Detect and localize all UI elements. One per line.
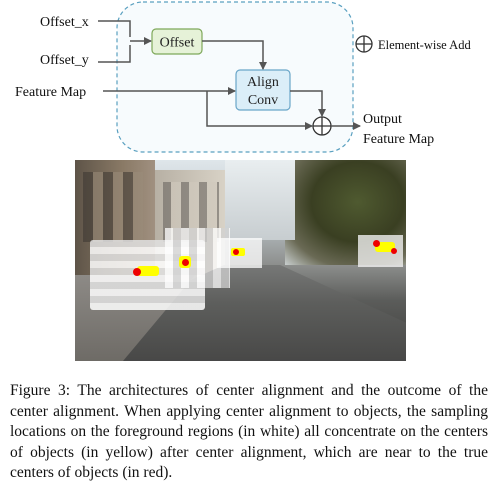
true-center-1 [133,268,141,276]
offset-to-align-arrow [202,40,267,70]
architecture-diagram: Offset Align Conv Offset_x Offset_y Feat… [15,1,471,153]
output-label-line1: Output [363,112,402,127]
legend-circle-plus-icon [355,35,373,53]
true-center-3 [233,249,239,255]
predicted-center-4 [375,242,395,252]
true-center-4b [391,248,397,254]
caption-text: The architectures of center alignment an… [10,382,488,481]
distant-sky [225,160,295,240]
align-conv-label-line2: Conv [248,93,278,108]
feature-map-skip-arrow [206,91,313,130]
figure-label: Figure 3: [10,382,71,399]
input-offset-y: Offset_y [40,53,89,68]
input-feature-map: Feature Map [15,85,86,100]
offset-block-label: Offset [160,36,195,51]
input-offset-x: Offset_x [40,15,89,30]
true-center-4 [373,240,380,247]
output-label-line2: Feature Map [363,132,434,147]
offset-x-connector [98,20,131,37]
true-center-2 [182,259,189,266]
legend-label: Element-wise Add [378,38,471,52]
street-scene-image [75,160,406,361]
figure-caption: Figure 3: The architectures of center al… [10,381,488,484]
align-conv-block [235,69,291,111]
left-building-windows [83,172,143,242]
align-to-add-arrow [290,90,326,117]
element-wise-add-icon [312,116,332,136]
offset-y-connector [98,45,131,63]
predicted-center-1 [137,266,159,276]
align-conv-label-line1: Align [247,75,279,90]
